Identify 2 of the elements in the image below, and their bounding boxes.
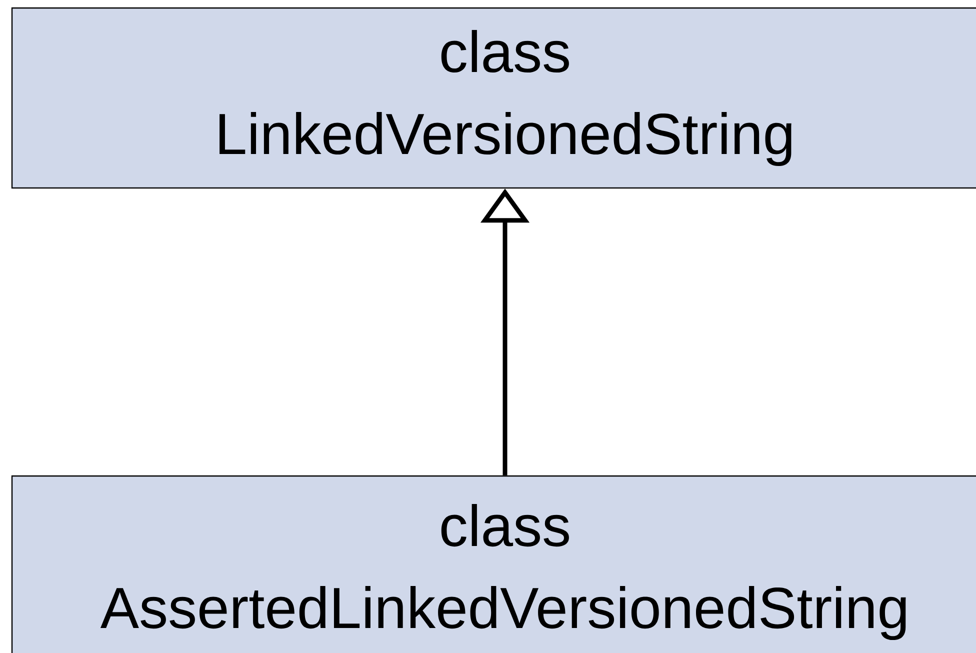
class-box: class LinkedVersionedString	[11, 7, 976, 189]
class-box: class AssertedLinkedVersionedString	[11, 475, 976, 653]
